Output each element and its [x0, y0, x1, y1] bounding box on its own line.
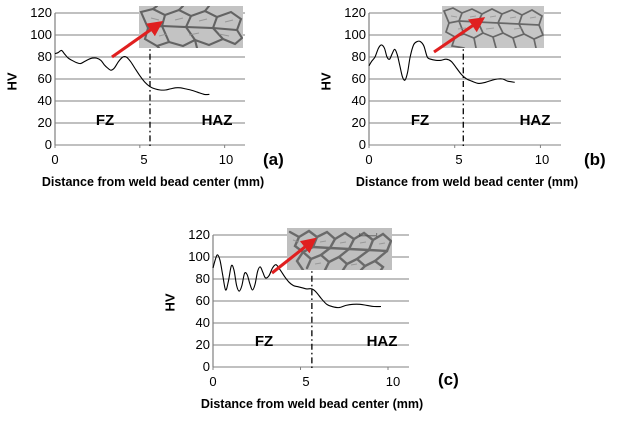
- x-axis-label-c: Distance from weld bead center (mm): [200, 397, 424, 411]
- panel-letter-c: (c): [438, 370, 459, 389]
- x-tick-c-10: 10: [385, 374, 401, 389]
- y-tick-a-60: 60: [37, 71, 52, 86]
- y-tick-b-20: 20: [351, 115, 366, 130]
- y-tick-c-100: 100: [188, 249, 210, 264]
- y-tick-c-120: 120: [188, 227, 210, 242]
- y-tick-b-60: 60: [351, 71, 366, 86]
- x-tick-b-10: 10: [534, 152, 550, 167]
- zone-label-haz-c: HAZ: [366, 333, 398, 350]
- panel-letter-a: (a): [263, 150, 284, 169]
- x-axis-label-a: Distance from weld bead center (mm): [41, 175, 265, 189]
- x-tick-b-0: 0: [365, 152, 373, 167]
- y-tick-b-80: 80: [351, 49, 366, 64]
- y-tick-a-120: 120: [30, 5, 52, 20]
- chart-c-wrapper: HV 120 100 80 60 40 20 0: [152, 215, 492, 421]
- micrograph-scale-marker-c: [359, 233, 378, 237]
- y-tick-c-60: 60: [195, 293, 210, 308]
- chart-b-wrapper: HV 120 100 80 60 40 20 0: [312, 0, 634, 205]
- y-tick-a-80: 80: [37, 49, 52, 64]
- y-tick-a-20: 20: [37, 115, 52, 130]
- zone-label-fz-c: FZ: [254, 333, 274, 350]
- x-tick-a-10: 10: [218, 152, 234, 167]
- zone-label-fz-b: FZ: [410, 112, 430, 129]
- chart-b-plot: [368, 12, 561, 149]
- chart-a-wrapper: HV 120 100 80 60 40 20 0: [0, 0, 317, 205]
- y-tick-c-0: 0: [202, 359, 210, 374]
- micrograph-inset-c: [287, 228, 392, 270]
- zone-label-fz-a: FZ: [95, 112, 115, 129]
- micrograph-grain-structure-c: [287, 228, 392, 270]
- y-tick-b-100: 100: [344, 27, 366, 42]
- x-axis-label-b: Distance from weld bead center (mm): [355, 175, 579, 189]
- chart-panel-c: HV 120 100 80 60 40 20 0: [152, 215, 492, 421]
- micrograph-inset-a: [139, 6, 243, 48]
- chart-panel-b: HV 120 100 80 60 40 20 0: [312, 0, 634, 205]
- x-tick-c-0: 0: [209, 374, 217, 389]
- y-tick-b-120: 120: [344, 5, 366, 20]
- x-tick-a-5: 5: [140, 152, 148, 167]
- y-tick-b-40: 40: [351, 93, 366, 108]
- chart-panel-a: HV 120 100 80 60 40 20 0: [0, 0, 317, 205]
- y-tick-c-20: 20: [195, 337, 210, 352]
- x-tick-c-5: 5: [302, 374, 310, 389]
- y-tick-c-80: 80: [195, 271, 210, 286]
- x-tick-b-5: 5: [455, 152, 463, 167]
- panel-letter-b: (b): [584, 150, 606, 169]
- y-tick-b-0: 0: [358, 137, 366, 152]
- micrograph-grain-structure-a: [139, 6, 243, 48]
- zone-label-haz-b: HAZ: [519, 112, 551, 129]
- y-tick-a-0: 0: [44, 137, 52, 152]
- y-tick-a-100: 100: [30, 27, 52, 42]
- micrograph-grain-structure-b: [442, 6, 544, 48]
- chart-a-plot: [54, 12, 245, 149]
- y-tick-c-40: 40: [195, 315, 210, 330]
- micrograph-inset-b: [442, 6, 544, 48]
- x-tick-a-0: 0: [51, 152, 59, 167]
- y-tick-a-40: 40: [37, 93, 52, 108]
- zone-label-haz-a: HAZ: [201, 112, 233, 129]
